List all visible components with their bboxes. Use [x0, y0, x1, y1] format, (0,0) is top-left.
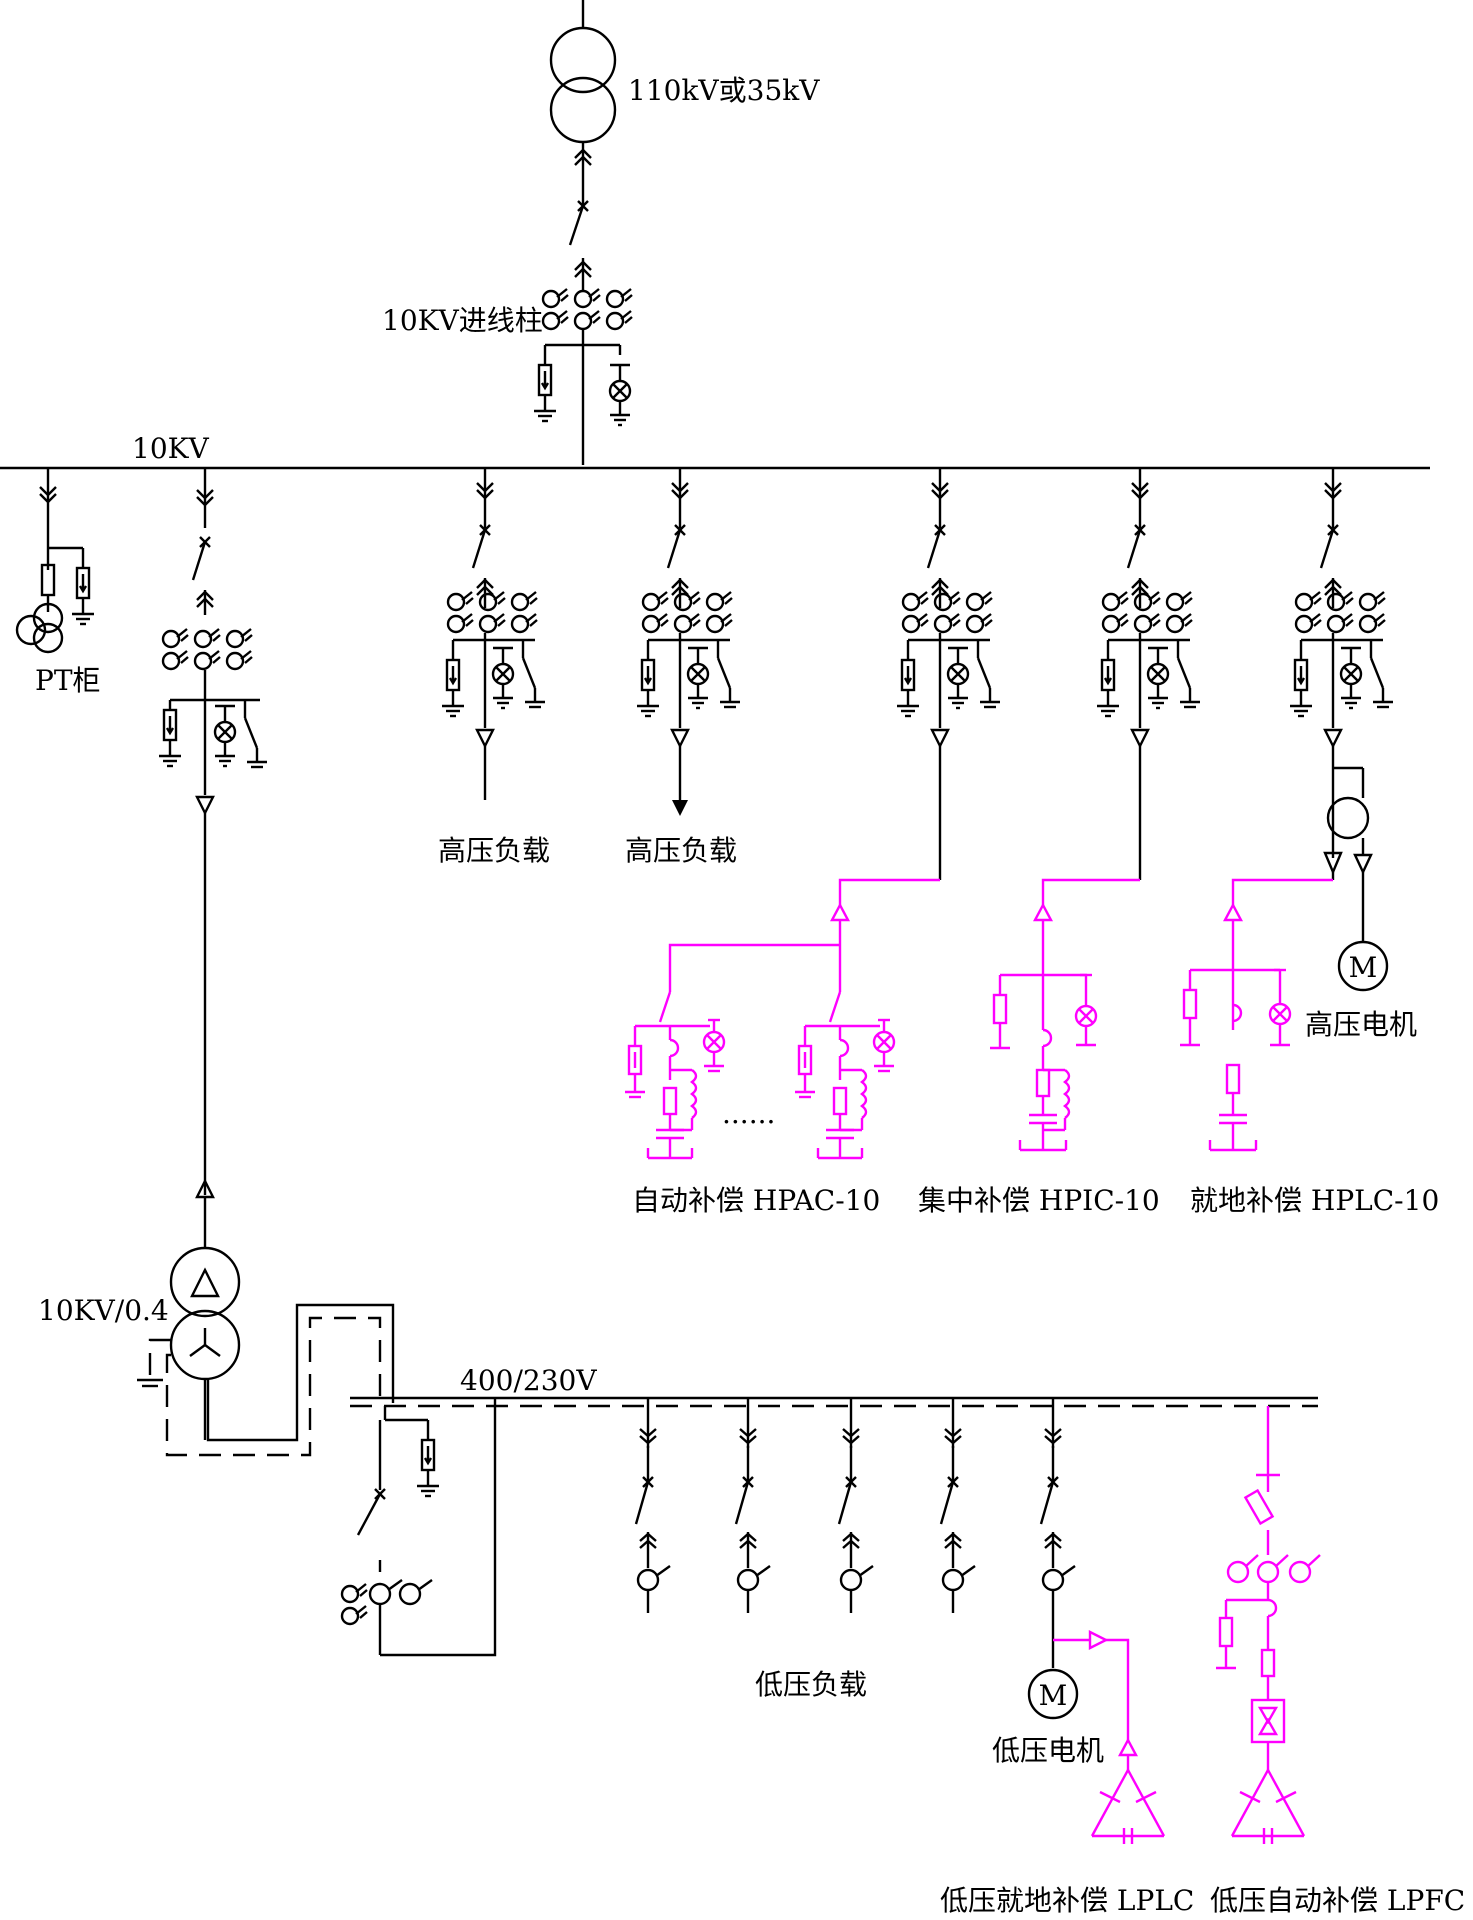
- central-comp-label: 集中补偿 HPIC-10: [918, 1184, 1160, 1217]
- lv-local-compensation: [1090, 1737, 1166, 1844]
- lv-feeder-4: [941, 1398, 975, 1613]
- lv-feeder-1: [636, 1398, 670, 1613]
- hv-auto-compensation: ......: [623, 902, 896, 1160]
- lv-auto-comp-label: 低压自动补偿 LPFC: [1210, 1884, 1465, 1917]
- hv-feeder-central-comp: [1041, 468, 1200, 905]
- lv-auto-compensation: [1216, 1406, 1321, 1844]
- transformer-feeder: [157, 468, 269, 1248]
- distribution-transformer: [137, 1246, 395, 1457]
- lv-feeder-3: [839, 1398, 873, 1613]
- motor-ct: [1326, 796, 1370, 840]
- lv-busbar: [340, 1396, 1318, 1657]
- incoming-ct-group: [543, 289, 632, 329]
- hv-load-1-label: 高压负载: [438, 834, 550, 867]
- hv-feeder-load-2: [637, 468, 740, 816]
- lv-feeder-2: [736, 1398, 770, 1613]
- lv-feeder-motor: M: [1027, 1398, 1130, 1740]
- lv-motor-label: 低压电机: [992, 1734, 1104, 1767]
- lv-local-comp-label: 低压就地补偿 LPLC: [940, 1884, 1194, 1917]
- lv-load-label: 低压负载: [755, 1668, 867, 1701]
- dots-text: ......: [722, 1097, 775, 1130]
- hv-feeder-load-1: [442, 468, 545, 800]
- transformer-ratio-label: 10KV/0.4: [38, 1294, 169, 1327]
- hv-motor-icon: [1337, 940, 1389, 992]
- hv-motor-label: 高压电机: [1305, 1008, 1417, 1041]
- hv-feeder-auto-comp: [838, 468, 1000, 905]
- local-comp-label: 就地补偿 HPLC-10: [1190, 1184, 1439, 1217]
- auto-comp-label: 自动补偿 HPAC-10: [632, 1184, 880, 1217]
- hv-load-2-label: 高压负载: [625, 834, 737, 867]
- power-transformer-primary: [549, 26, 617, 94]
- hv-bus-label: 10KV: [132, 432, 210, 465]
- hv-feeder-motor: M: [1231, 468, 1393, 992]
- incoming-cabinet-label: 10KV进线柱: [382, 304, 543, 337]
- lv-bus-label: 400/230V: [460, 1364, 597, 1397]
- hv-local-compensation: [1180, 902, 1292, 1152]
- power-transformer-secondary: [549, 76, 617, 144]
- lv-motor-symbol: M: [1039, 1679, 1068, 1712]
- source-voltage-label: 110kV或35kV: [628, 74, 820, 107]
- lv-motor-icon: [1027, 1668, 1079, 1720]
- transformer-delta-winding: [169, 1246, 241, 1318]
- hv-motor-symbol: M: [1349, 951, 1378, 984]
- pt-cabinet: [15, 468, 96, 654]
- hv-central-compensation: [990, 902, 1098, 1152]
- pt-cabinet-label: PT柜: [35, 664, 101, 697]
- incoming-supply: [532, 0, 632, 465]
